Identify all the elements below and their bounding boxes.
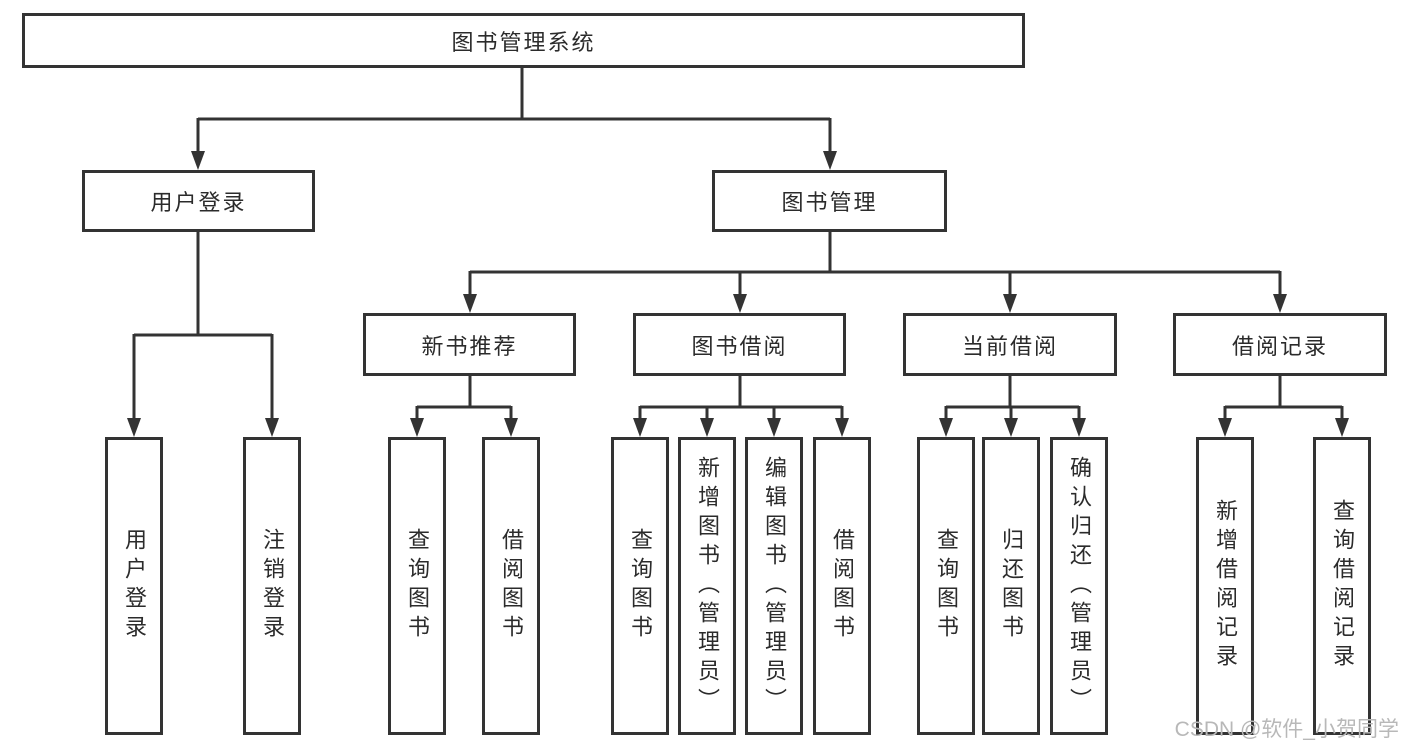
node-library-management-system: 图书管理系统	[22, 13, 1025, 68]
leaf-return-books: 归还图书	[982, 437, 1040, 735]
csdn-watermark: CSDN @软件_小贺同学	[1174, 718, 1399, 741]
leaf-query-books-current: 查询图书	[917, 437, 975, 735]
node-new-book-recommendation: 新书推荐	[363, 313, 576, 376]
node-book-management: 图书管理	[712, 170, 947, 232]
leaf-add-books-admin: 新增图书（管理员）	[678, 437, 736, 735]
leaf-query-books-recommend: 查询图书	[388, 437, 446, 735]
leaf-logout: 注销登录	[243, 437, 301, 735]
node-user-login: 用户登录	[82, 170, 315, 232]
leaf-query-borrow-record: 查询借阅记录	[1313, 437, 1371, 735]
leaf-query-books-borrow: 查询图书	[611, 437, 669, 735]
leaf-add-borrow-record: 新增借阅记录	[1196, 437, 1254, 735]
leaf-borrow-books-recommend: 借阅图书	[482, 437, 540, 735]
node-current-borrowing: 当前借阅	[903, 313, 1117, 376]
node-book-borrowing: 图书借阅	[633, 313, 846, 376]
node-borrowing-records: 借阅记录	[1173, 313, 1387, 376]
leaf-user-login: 用户登录	[105, 437, 163, 735]
arrowhead-icons	[127, 151, 1349, 437]
leaf-confirm-return-admin: 确认归还（管理员）	[1050, 437, 1108, 735]
leaf-edit-books-admin: 编辑图书（管理员）	[745, 437, 803, 735]
leaf-borrow-books: 借阅图书	[813, 437, 871, 735]
